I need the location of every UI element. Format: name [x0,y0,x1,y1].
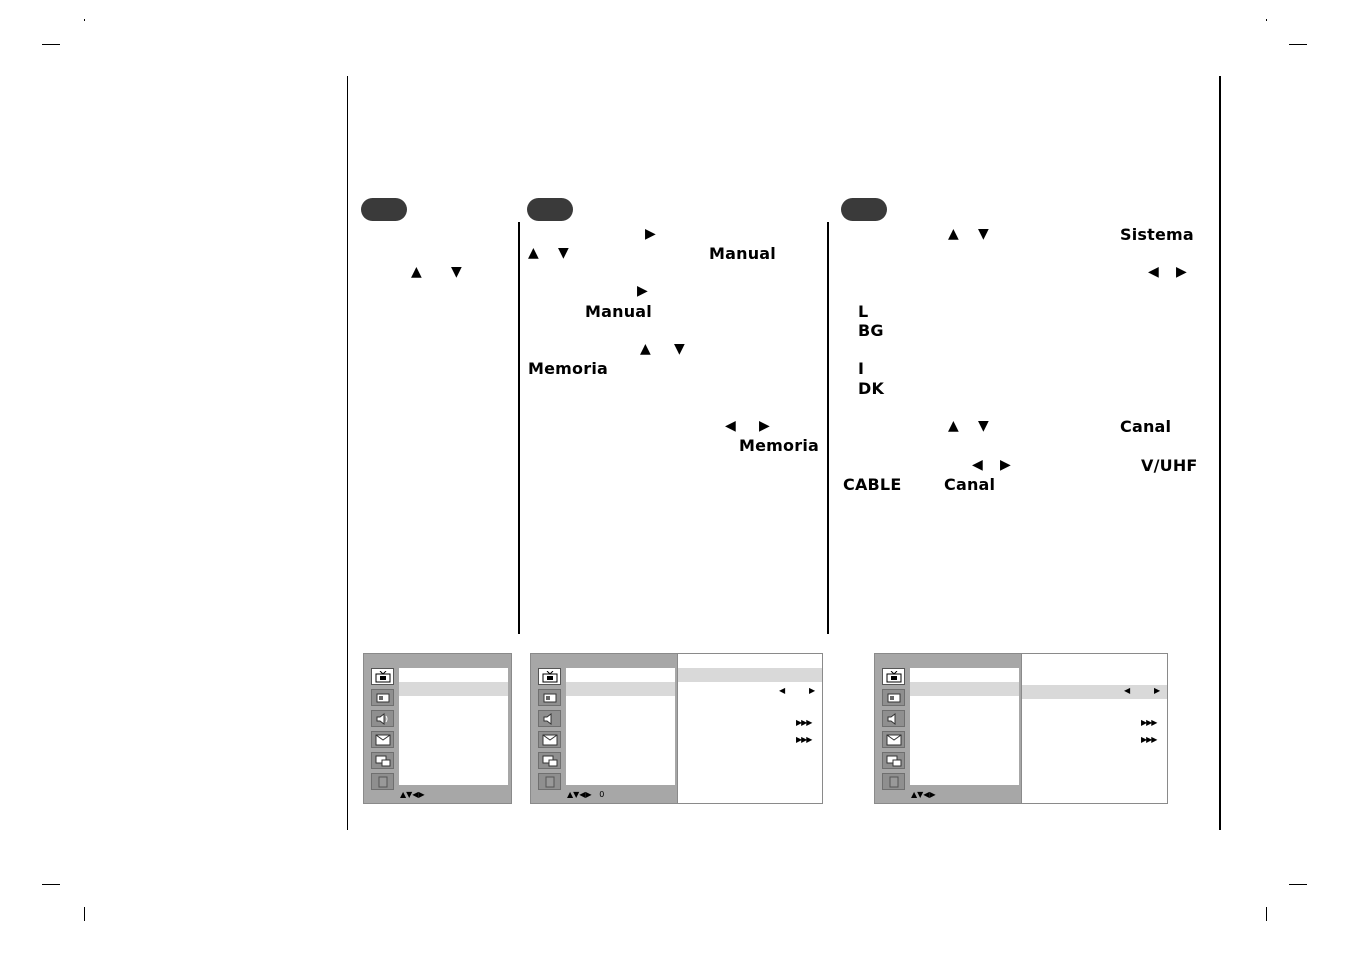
system-option: DK [858,379,885,398]
speaker-icon [882,710,905,727]
more-arrows-icon: ▶▶▶ [796,718,813,727]
crop-mark [1289,44,1307,45]
down-arrow-icon: ▼ [451,264,462,280]
osd-menu-list [566,668,675,785]
up-arrow-icon: ▲ [948,418,959,434]
memoria-keyword: Memoria [739,436,820,455]
manual-keyword: Manual [709,244,776,263]
more-arrows-icon: ▶▶▶ [1141,718,1158,727]
crop-dot [1266,19,1267,21]
right-arrow-icon: ▶ [759,418,770,434]
osd-menu-list [399,668,508,785]
osd-nav-hint: ▲▼◀▶ 0 [567,790,604,800]
more-arrows-icon: ▶▶▶ [796,735,813,744]
left-arrow-icon: ◀ [1148,264,1159,280]
right-arrow-icon: ▶ [645,226,656,242]
osd-icon-column [367,666,395,790]
step-badge-3 [841,198,887,221]
osd-menu-row-selected[interactable] [566,682,675,696]
misc-icon [882,773,905,790]
osd-nav-arrows: ▲▼◀▶ [567,790,592,799]
left-arrow-icon: ◀ [972,457,983,473]
pip-icon [538,752,561,769]
right-arrow-icon: ▶ [1176,264,1187,280]
pip-icon [371,752,394,769]
down-arrow-icon: ▼ [978,226,989,242]
picture-icon [882,689,905,706]
osd-submenu-row-selected[interactable] [1022,685,1167,699]
manual-keyword: Manual [585,302,652,321]
down-arrow-icon: ▼ [674,341,685,357]
step-badge-1 [361,198,407,221]
osd-submenu-2: ◀ ▶ ▶▶▶ ▶▶▶ [677,653,823,804]
left-arrow-icon: ◀ [1124,686,1131,695]
system-option: I [858,359,865,378]
sistema-keyword: Sistema [1120,225,1194,244]
memoria-keyword: Memoria [528,359,609,378]
page-right-rule [1219,76,1221,830]
osd-submenu-row-selected[interactable] [678,668,822,682]
tv-icon [538,668,561,685]
osd-menu-screen-2: ▲▼◀▶ 0 [530,653,679,804]
screen-icon [371,731,394,748]
osd-icon-column [878,666,906,790]
tv-icon [371,668,394,685]
crop-mark [1266,907,1267,921]
right-arrow-icon: ▶ [637,283,648,299]
picture-icon [538,689,561,706]
pip-icon [882,752,905,769]
canal-keyword: Canal [944,475,996,494]
speaker-icon [538,710,561,727]
misc-icon [371,773,394,790]
down-arrow-icon: ▼ [978,418,989,434]
right-arrow-icon: ▶ [809,686,816,695]
canal-keyword: Canal [1120,417,1172,436]
up-arrow-icon: ▲ [528,245,539,261]
cable-keyword: CABLE [843,475,902,494]
column-divider [518,222,520,634]
osd-menu-list [910,668,1019,785]
osd-submenu-3: ◀ ▶ ▶▶▶ ▶▶▶ [1021,653,1168,804]
right-arrow-icon: ▶ [1000,457,1011,473]
osd-nav-hint: ▲▼◀▶ [911,790,936,799]
speaker-icon [371,710,394,727]
misc-icon [538,773,561,790]
osd-nav-value: 0 [599,790,605,799]
up-arrow-icon: ▲ [948,226,959,242]
picture-icon [371,689,394,706]
step-badge-2 [527,198,573,221]
system-option: BG [858,321,884,340]
crop-mark [1289,884,1307,885]
osd-menu-row-selected[interactable] [910,682,1019,696]
left-arrow-icon: ◀ [725,418,736,434]
more-arrows-icon: ▶▶▶ [1141,735,1158,744]
osd-menu-screen-1: ▲▼◀▶ [363,653,512,804]
up-arrow-icon: ▲ [411,264,422,280]
left-arrow-icon: ◀ [779,686,786,695]
down-arrow-icon: ▼ [558,245,569,261]
vuhf-keyword: V/UHF [1141,456,1198,475]
osd-menu-screen-3: ▲▼◀▶ [874,653,1023,804]
page-left-rule [347,76,348,830]
crop-mark [42,884,60,885]
tv-icon [882,668,905,685]
crop-dot [84,19,85,21]
system-option: L [858,302,869,321]
column-divider [827,222,829,634]
osd-menu-row-selected[interactable] [399,682,508,696]
screen-icon [882,731,905,748]
right-arrow-icon: ▶ [1154,686,1161,695]
crop-mark [84,907,85,921]
up-arrow-icon: ▲ [640,341,651,357]
osd-icon-column [534,666,562,790]
osd-nav-hint: ▲▼◀▶ [400,790,425,799]
crop-mark [42,44,60,45]
screen-icon [538,731,561,748]
